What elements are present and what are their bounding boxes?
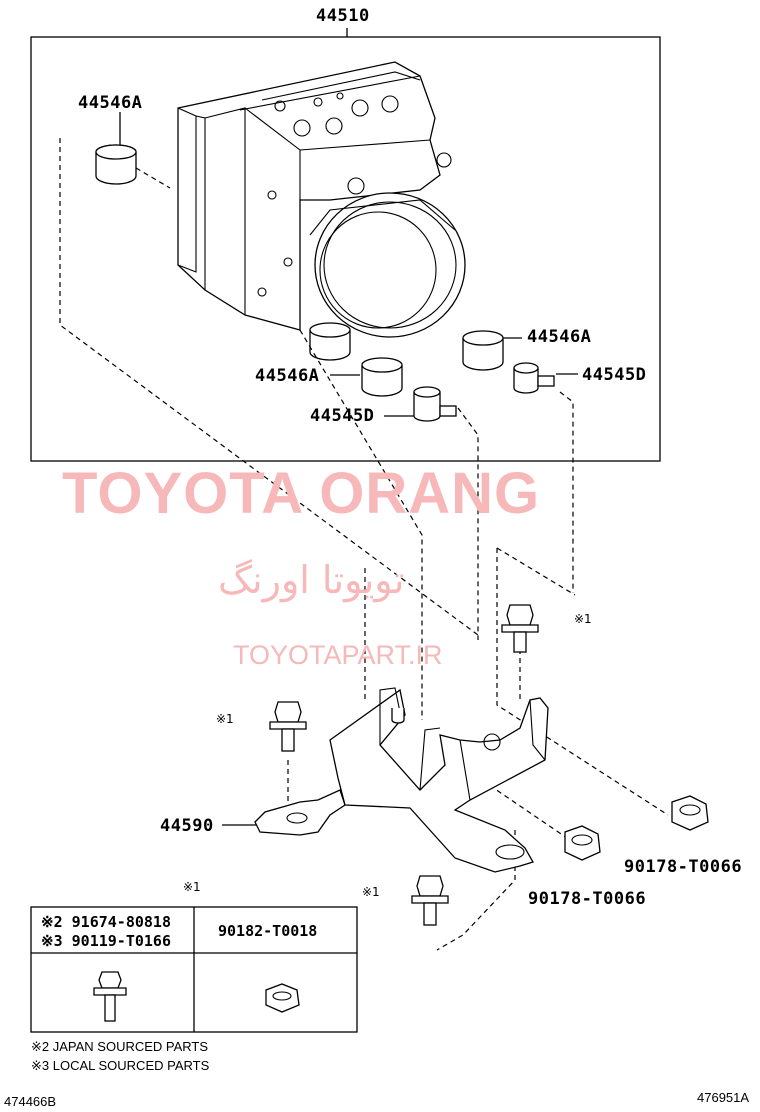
abs-actuator-drawing	[177, 61, 466, 338]
label-main-assembly[interactable]: 44510	[316, 6, 370, 26]
table-code-nut[interactable]: 90182-T0018	[218, 922, 318, 940]
dash-4	[559, 391, 574, 593]
label-bracket[interactable]: 44590	[160, 816, 214, 836]
label-cushion-mid[interactable]: 44546A	[255, 366, 320, 386]
dash-1	[59, 138, 479, 636]
bolt-left-drawing	[269, 701, 307, 752]
label-cushion-right[interactable]: 44546A	[527, 327, 592, 347]
label-cushion-top[interactable]: 44546A	[78, 93, 143, 113]
label-stud-mid[interactable]: 44545D	[310, 406, 375, 426]
cushion-right-drawing	[462, 330, 504, 371]
table-code-japan[interactable]: ※2 91674-80818	[41, 913, 171, 931]
legend-table-frame	[30, 906, 358, 1033]
label-nut-mid[interactable]: 90178-T0066	[528, 889, 647, 909]
cushion-top-drawing	[95, 144, 137, 185]
bolt-bottom-drawing	[411, 875, 449, 926]
label-stud-right[interactable]: 44545D	[582, 365, 647, 385]
dash-5	[496, 548, 669, 816]
cushion-bottom-left-drawing	[309, 322, 351, 361]
mark-bolt-bottom: ※1	[362, 885, 380, 899]
watermark-brand: TOYOTA ORANG	[62, 461, 541, 526]
footnote-local: ※3 LOCAL SOURCED PARTS	[31, 1058, 210, 1073]
dash-8	[444, 754, 571, 841]
mark-bolt-right: ※1	[574, 612, 592, 626]
table-code-local[interactable]: ※3 90119-T0166	[41, 932, 171, 950]
cushion-mid-drawing	[361, 357, 403, 397]
code-bottom-left: 474466B	[4, 1094, 57, 1109]
nut-right-drawing	[671, 795, 709, 831]
watermark-persian: تویوتا اورنگ	[218, 558, 405, 602]
assembly-frame	[30, 36, 661, 462]
table-nut-drawing	[265, 983, 300, 1013]
dash-2	[299, 329, 423, 720]
label-nut-right[interactable]: 90178-T0066	[624, 857, 743, 877]
footnote-japan: ※2 JAPAN SOURCED PARTS	[31, 1039, 209, 1054]
mark-bolt-left: ※1	[216, 712, 234, 726]
stud-right-drawing	[513, 362, 555, 394]
mark-table: ※1	[183, 880, 201, 894]
watermark-url: TOYOTAPART.IR	[233, 640, 443, 670]
stud-mid-drawing	[413, 386, 457, 422]
bolt-right-drawing	[501, 604, 539, 653]
dash-3	[457, 407, 479, 640]
bracket-drawing	[254, 687, 549, 873]
table-bolt-drawing	[93, 971, 127, 1022]
code-bottom-right: 476951A	[697, 1090, 750, 1105]
nut-mid-drawing	[564, 825, 601, 861]
